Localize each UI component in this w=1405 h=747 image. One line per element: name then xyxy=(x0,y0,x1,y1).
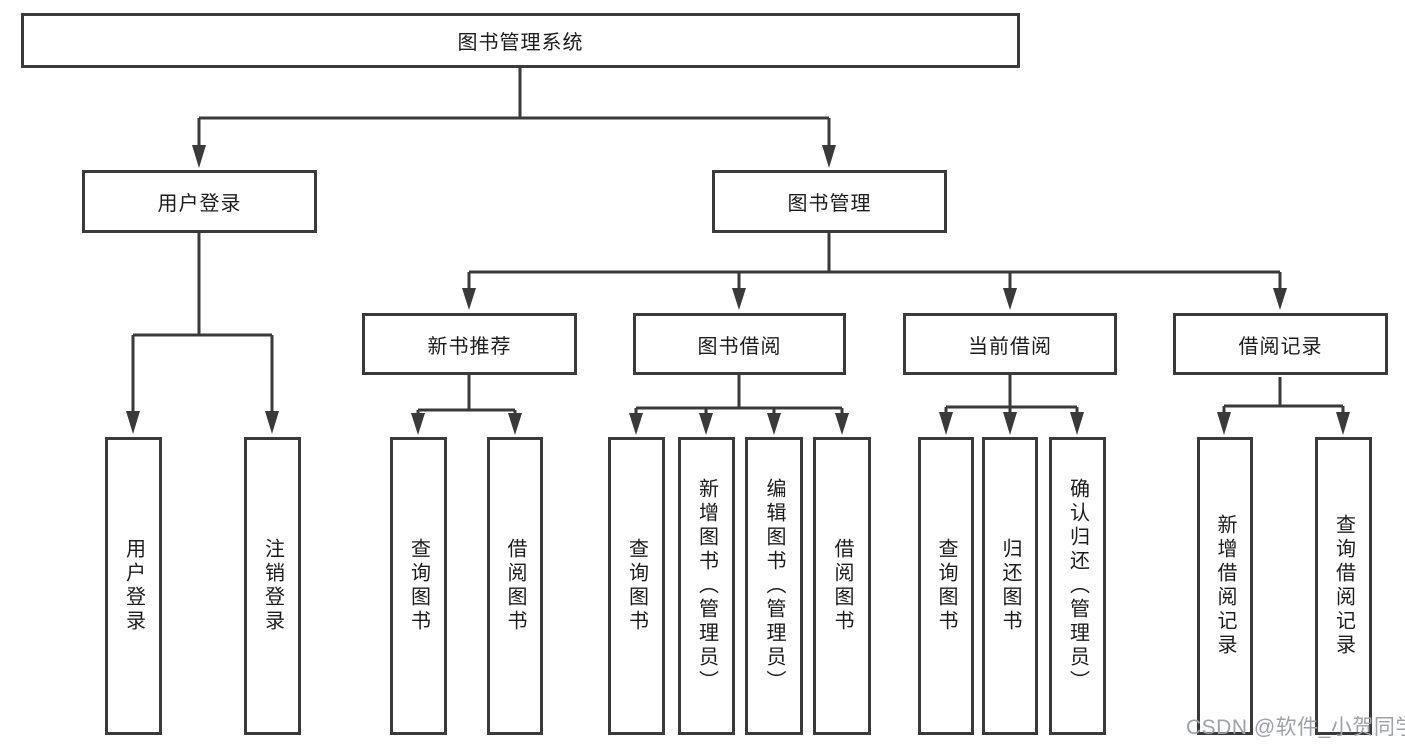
node-label: 用户登录 xyxy=(157,193,242,215)
connector-root-to-level2 xyxy=(192,68,836,168)
leaf-query-books: 查询图书 xyxy=(390,437,447,735)
node-library-management-system: 图书管理系统 xyxy=(21,13,1020,68)
leaf-query-books: 查询图书 xyxy=(608,437,665,735)
connector-current-borrowing-children xyxy=(939,375,1084,435)
leaf-borrow-books: 借阅图书 xyxy=(487,437,543,735)
leaf-borrow-books: 借阅图书 xyxy=(813,437,871,735)
node-label: 图书借阅 xyxy=(697,335,782,358)
leaf-logout-login: 注销登录 xyxy=(244,437,301,735)
leaf-label: 借阅图书 xyxy=(504,538,526,634)
leaf-label: 查询图书 xyxy=(407,538,430,634)
node-user-login: 用户登录 xyxy=(82,170,317,233)
leaf-confirm-return-admin: 确认归还（管理员） xyxy=(1049,437,1106,735)
node-label: 新书推荐 xyxy=(427,335,512,358)
leaf-label: 新增图书（管理员） xyxy=(695,478,718,694)
node-label: 图书管理 xyxy=(787,193,872,215)
node-book-borrowing: 图书借阅 xyxy=(633,313,846,375)
leaf-return-books: 归还图书 xyxy=(982,437,1038,735)
leaf-label: 查询借阅记录 xyxy=(1332,514,1355,658)
leaf-query-borrow-record: 查询借阅记录 xyxy=(1315,437,1372,735)
node-label: 当前借阅 xyxy=(968,335,1052,358)
leaf-label: 查询图书 xyxy=(625,538,648,634)
leaf-label: 用户登录 xyxy=(122,538,145,634)
leaf-edit-book-admin: 编辑图书（管理员） xyxy=(745,437,803,735)
connector-book-management-children xyxy=(462,233,1287,310)
leaf-label: 借阅图书 xyxy=(831,538,853,634)
node-label: 图书管理系统 xyxy=(457,32,584,54)
leaf-label: 注销登录 xyxy=(261,538,284,634)
connector-borrowing-records-children xyxy=(1217,377,1350,435)
node-borrowing-records: 借阅记录 xyxy=(1173,313,1388,375)
connector-book-borrowing-children xyxy=(629,375,849,435)
node-current-borrowing: 当前借阅 xyxy=(903,313,1117,375)
connector-new-book-recommend-children xyxy=(411,375,522,435)
connector-user-login-children xyxy=(126,233,279,434)
leaf-label: 归还图书 xyxy=(999,538,1021,634)
leaf-query-books: 查询图书 xyxy=(918,437,974,735)
leaf-label: 编辑图书（管理员） xyxy=(763,478,785,694)
leaf-label: 新增借阅记录 xyxy=(1214,514,1236,658)
leaf-label: 确认归还（管理员） xyxy=(1066,478,1089,694)
node-book-management: 图书管理 xyxy=(712,170,947,233)
leaf-user-login: 用户登录 xyxy=(105,437,162,735)
csdn-watermark: CSDN @软件_小贺同学 xyxy=(1186,716,1405,739)
node-label: 借阅记录 xyxy=(1238,335,1323,358)
leaf-label: 查询图书 xyxy=(935,538,957,634)
leaf-add-book-admin: 新增图书（管理员） xyxy=(678,437,735,735)
node-new-book-recommend: 新书推荐 xyxy=(362,313,577,375)
leaf-add-borrow-record: 新增借阅记录 xyxy=(1197,437,1253,735)
